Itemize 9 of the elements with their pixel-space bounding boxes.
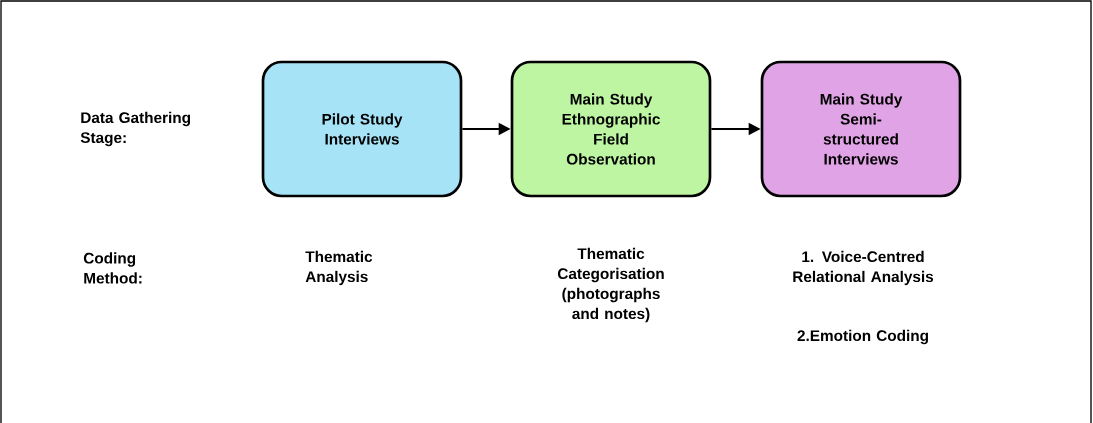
label: 2.Emotion Coding [797, 329, 928, 345]
label: 1. Voice-Centred Relational Analysis [793, 250, 934, 286]
label: Thematic Analysis [305, 250, 373, 286]
process-box: Main Study Ethnographic Field Observation [510, 60, 712, 198]
label: Coding Method: [83, 252, 142, 284]
process-box: Pilot Study Interviews [261, 60, 463, 198]
label: Data Gathering Stage: [80, 111, 190, 147]
process-box: Main Study Semi-structured Interviews [760, 60, 962, 198]
label: Thematic Categorisation (photographs and notes) [557, 247, 664, 323]
